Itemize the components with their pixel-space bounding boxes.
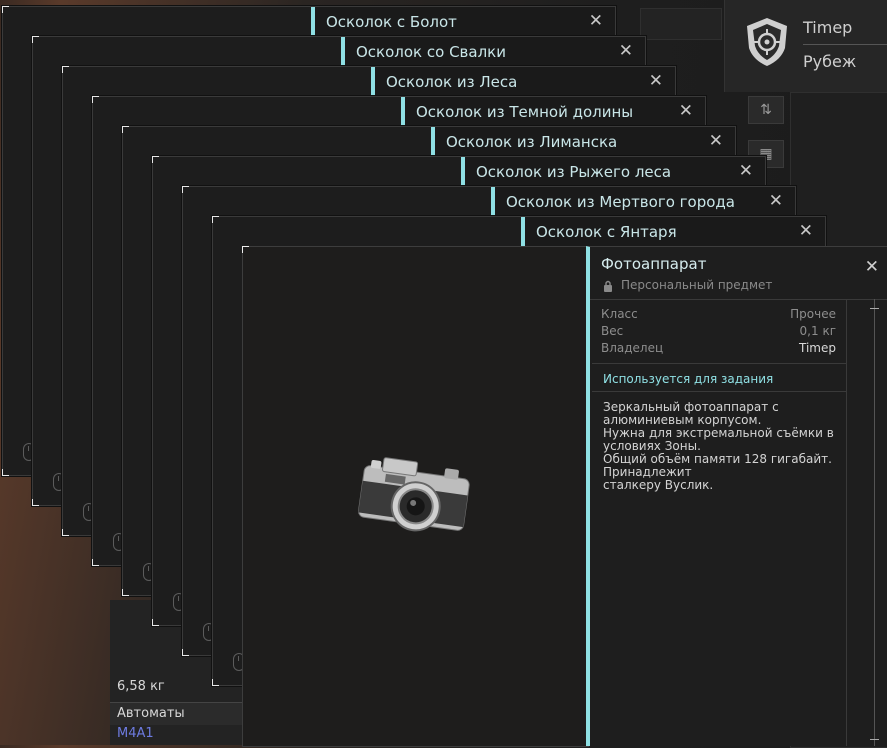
crosshair-shield-icon	[747, 18, 787, 66]
player-profile[interactable]: Timep Рубеж	[724, 0, 887, 92]
property-label: Вес	[601, 324, 624, 338]
background-panel	[640, 8, 722, 40]
shard-title: Осколок с Болот	[326, 13, 457, 31]
property-label: Владелец	[601, 341, 664, 355]
item-details: Класс Прочее Вес 0,1 кг Владелец Timep И…	[592, 299, 847, 746]
corner-marker	[32, 499, 39, 506]
shard-tab[interactable]: Осколок из Лиманска ✕	[431, 127, 735, 157]
item-subtitle: Персональный предмет	[621, 278, 773, 292]
close-icon[interactable]: ✕	[588, 11, 603, 31]
corner-marker	[32, 36, 39, 43]
corner-marker	[62, 529, 69, 536]
corner-marker	[212, 216, 219, 223]
camera-image	[358, 457, 470, 532]
property-label: Класс	[601, 307, 638, 321]
corner-marker	[122, 589, 129, 596]
corner-marker	[92, 96, 99, 103]
corner-marker	[122, 126, 129, 133]
corner-marker	[62, 66, 69, 73]
inventory-weight: 6,58 кг	[117, 679, 165, 694]
item-preview	[242, 246, 589, 747]
shard-title: Осколок из Рыжего леса	[476, 163, 672, 181]
property-row: Класс Прочее	[601, 307, 836, 323]
shard-tab[interactable]: Осколок с Янтаря ✕	[521, 217, 825, 247]
shard-title: Осколок с Янтаря	[536, 223, 677, 241]
divider	[590, 299, 887, 300]
corner-marker	[182, 649, 189, 656]
close-icon[interactable]: ✕	[648, 71, 663, 91]
lock-icon	[604, 280, 612, 292]
shard-tab[interactable]: Осколок из Мертвого города ✕	[491, 187, 795, 217]
item-description: Зеркальный фотоаппарат с алюминиевым кор…	[603, 400, 834, 492]
owner-value: Timep	[799, 341, 836, 355]
close-icon[interactable]: ✕	[618, 41, 633, 61]
corner-marker	[2, 469, 9, 476]
corner-marker	[2, 6, 9, 13]
close-icon[interactable]: ✕	[768, 191, 783, 211]
shard-tab[interactable]: Осколок со Свалки ✕	[341, 37, 645, 67]
property-row: Вес 0,1 кг	[601, 324, 836, 340]
shard-tab[interactable]: Осколок из Рыжего леса ✕	[461, 157, 765, 187]
inventory-next-item: M4A1	[117, 726, 154, 741]
quest-note: Используется для задания	[603, 372, 774, 386]
close-icon[interactable]: ✕	[708, 131, 723, 151]
player-group: Рубеж	[803, 52, 857, 71]
item-info-panel: Фотоаппарат ✕ Персональный предмет Класс…	[586, 246, 887, 746]
scrollbar[interactable]	[874, 299, 875, 746]
corner-marker	[242, 246, 249, 253]
inventory-category-label: Автоматы	[117, 706, 185, 721]
corner-marker	[152, 156, 159, 163]
shard-title: Осколок из Леса	[386, 73, 518, 91]
close-icon[interactable]: ✕	[738, 161, 753, 181]
player-name: Timep	[803, 18, 853, 37]
divider	[592, 363, 846, 364]
corner-marker	[92, 559, 99, 566]
property-row: Владелец Timep	[601, 341, 836, 357]
scroll-up-marker[interactable]	[870, 308, 879, 309]
corner-marker	[182, 186, 189, 193]
shard-tab[interactable]: Осколок из Темной долины ✕	[401, 97, 705, 127]
property-value: Прочее	[790, 307, 836, 321]
shard-title: Осколок со Свалки	[356, 43, 506, 61]
sort-icon[interactable]: ⇅	[748, 96, 784, 124]
shard-title: Осколок из Мертвого города	[506, 193, 735, 211]
inventory-category[interactable]: Автоматы	[110, 702, 242, 725]
property-value: 0,1 кг	[799, 324, 836, 338]
shard-title: Осколок из Темной долины	[416, 103, 634, 121]
scroll-down-marker[interactable]	[870, 739, 879, 740]
close-icon[interactable]: ✕	[798, 221, 813, 241]
close-icon[interactable]: ✕	[864, 257, 879, 277]
corner-marker	[152, 619, 159, 626]
divider	[803, 44, 887, 45]
close-icon[interactable]: ✕	[678, 101, 693, 121]
shard-tab[interactable]: Осколок с Болот ✕	[311, 7, 615, 37]
shard-title: Осколок из Лиманска	[446, 133, 618, 151]
item-title: Фотоаппарат	[601, 255, 707, 273]
corner-marker	[212, 679, 219, 686]
shard-tab[interactable]: Осколок из Леса ✕	[371, 67, 675, 97]
divider	[592, 391, 846, 392]
